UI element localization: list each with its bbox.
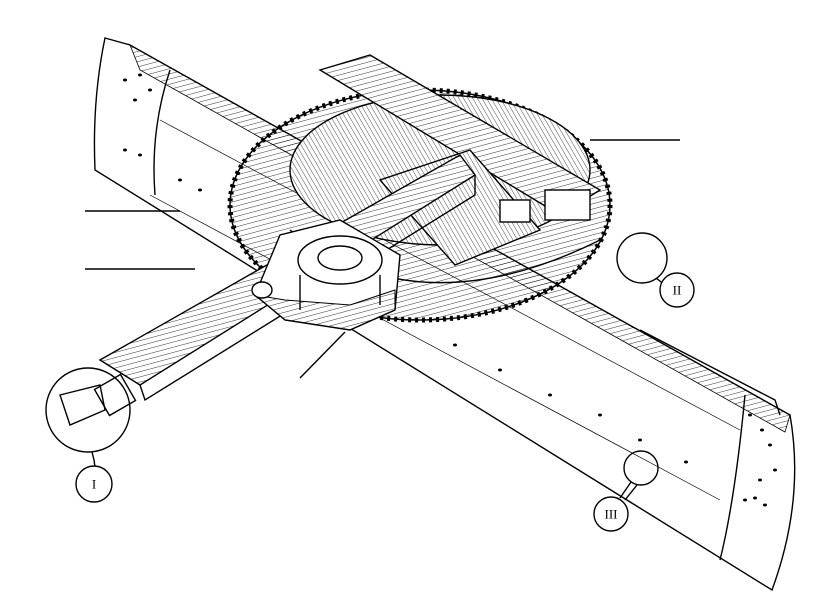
- callout-3: III: [593, 496, 629, 532]
- callout-label: I: [92, 477, 96, 492]
- callout-2: II: [659, 272, 695, 308]
- callout-1: I: [75, 465, 113, 503]
- callout-label: II: [673, 283, 682, 298]
- gearbox: [251, 219, 401, 331]
- blade-bolt-holes: [123, 73, 777, 507]
- leader-lines: [85, 139, 680, 379]
- callout-label: III: [605, 507, 618, 522]
